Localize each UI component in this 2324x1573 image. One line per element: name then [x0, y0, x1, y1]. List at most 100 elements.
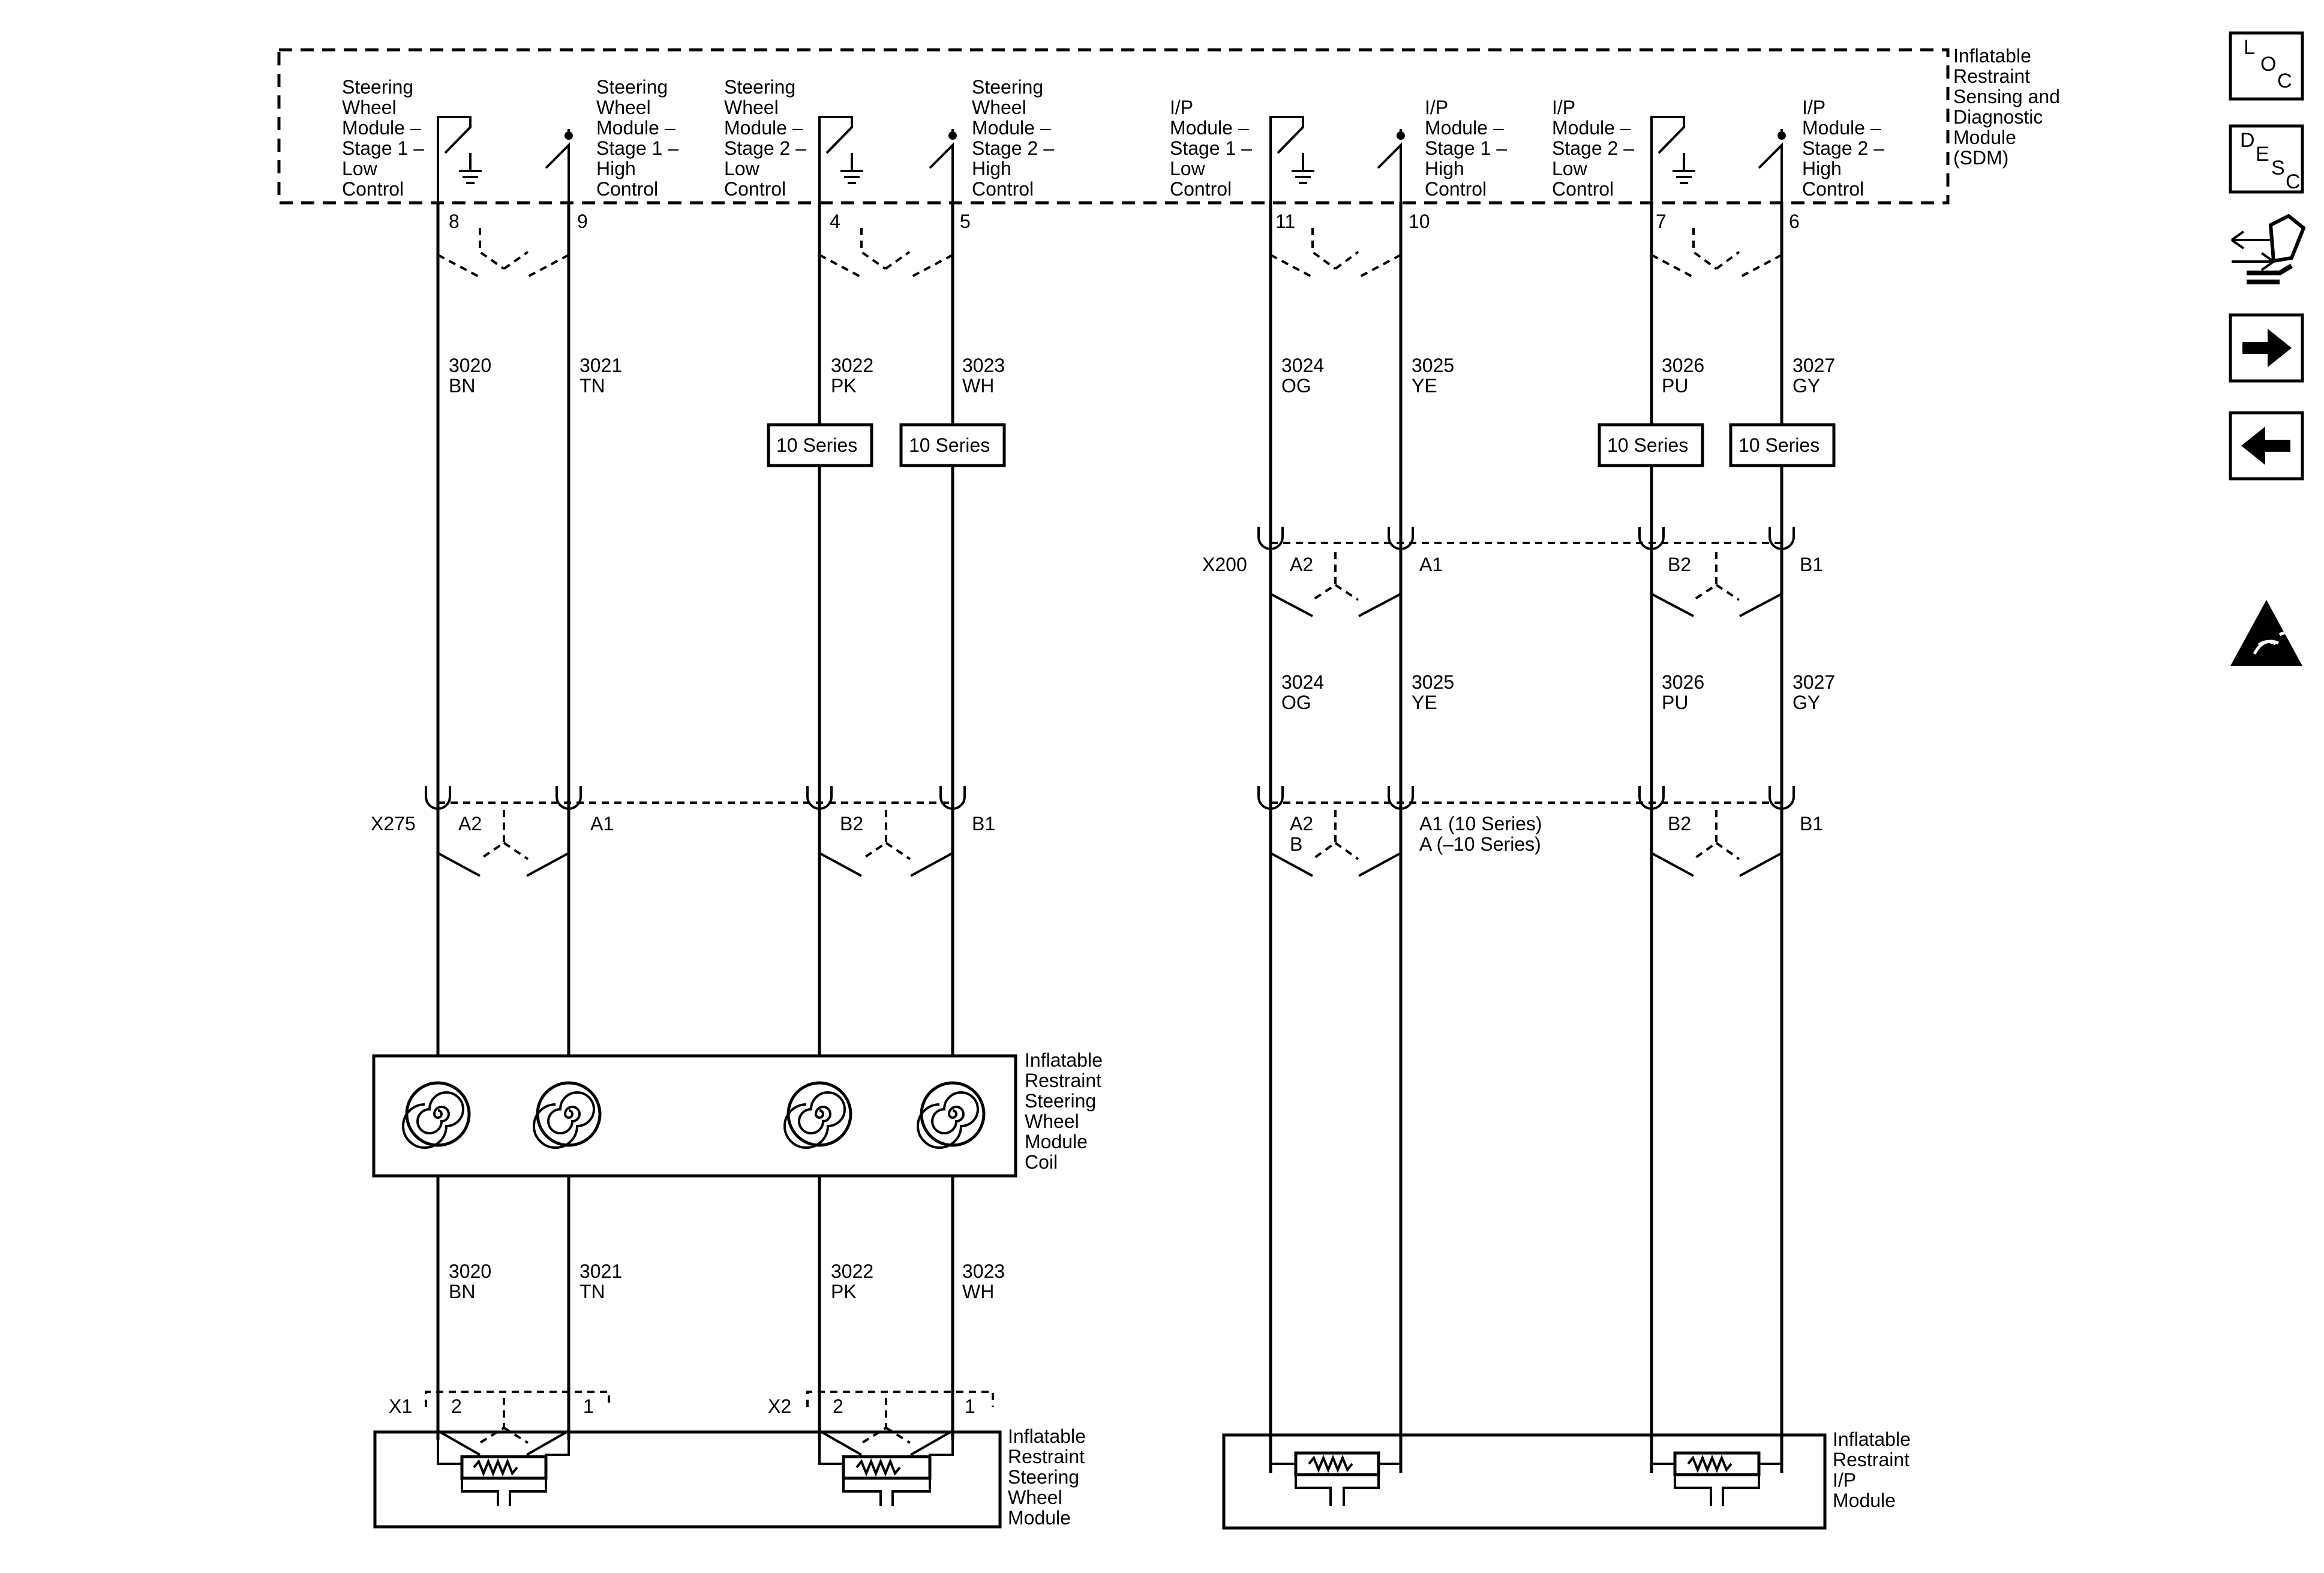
svg-text:3022: 3022 — [831, 355, 873, 376]
x1-name: X1 — [389, 1395, 412, 1417]
sdm-function-label-ip-s2-low: I/P Module – Stage 2 – Low Control — [1552, 97, 1634, 200]
sdm-function-label-sw-s2-high: Steering Wheel Module – Stage 2 – High C… — [972, 76, 1054, 200]
sdm-enclosure — [277, 48, 1950, 205]
svg-text:BN: BN — [449, 375, 475, 397]
x275-connector — [425, 786, 966, 877]
x200-pin-a2: A2 — [1290, 554, 1313, 575]
svg-text:3026: 3026 — [1662, 671, 1704, 693]
ip-inline-pin-b2: B2 — [1668, 813, 1691, 834]
svg-text:YE: YE — [1412, 375, 1437, 397]
svg-text:PU: PU — [1662, 692, 1688, 713]
svg-text:Wheel: Wheel — [596, 97, 651, 118]
svg-text:10 Series: 10 Series — [776, 434, 857, 456]
low-side-switch-sw-s2 — [818, 116, 863, 202]
ip-module — [1222, 1433, 1827, 1530]
svg-text:High: High — [1425, 158, 1464, 179]
svg-text:3026: 3026 — [1662, 355, 1704, 376]
svg-text:Module –: Module – — [724, 117, 803, 139]
high-side-switch-ip-s2 — [1758, 129, 1786, 202]
x275-pin-b1: B1 — [972, 813, 995, 834]
svg-text:3025: 3025 — [1412, 671, 1454, 693]
svg-text:High: High — [596, 158, 636, 179]
svg-text:WH: WH — [962, 375, 994, 397]
sdm-pin-6: 6 — [1789, 211, 1800, 232]
sdm-title: Inflatable Restraint Sensing and Diagnos… — [1953, 45, 2060, 169]
x275-pin-a2: A2 — [458, 813, 482, 834]
svg-text:3027: 3027 — [1792, 355, 1835, 376]
desc-button[interactable]: D E S C — [2229, 124, 2304, 194]
series-tag-3022: 10 Series — [767, 423, 873, 467]
coil-label: Inflatable Restraint Steering Wheel Modu… — [1025, 1049, 1103, 1173]
svg-text:3027: 3027 — [1792, 671, 1835, 693]
svg-text:Low: Low — [342, 158, 378, 179]
svg-text:PK: PK — [831, 375, 857, 397]
svg-text:3020: 3020 — [449, 355, 491, 376]
loc-button[interactable]: L O C — [2229, 31, 2304, 101]
svg-text:WH: WH — [962, 1281, 994, 1302]
svg-text:Module –: Module – — [1802, 117, 1881, 139]
previous-page-button[interactable] — [2229, 411, 2304, 481]
svg-text:(SDM): (SDM) — [1953, 147, 2008, 169]
coil-spiral-2 — [533, 1081, 602, 1149]
svg-text:S: S — [2271, 157, 2285, 179]
svg-text:I/P: I/P — [1552, 97, 1575, 118]
svg-text:3021: 3021 — [580, 1260, 622, 1282]
svg-text:Module –: Module – — [1425, 117, 1504, 139]
sdm-pin-5: 5 — [960, 211, 971, 232]
svg-text:3022: 3022 — [831, 1260, 873, 1282]
series-tag-3026: 10 Series — [1598, 423, 1704, 467]
svg-text:Control: Control — [1552, 178, 1614, 200]
sdm-pin-11: 11 — [1275, 211, 1295, 232]
x200-pin-b2: B2 — [1668, 554, 1691, 575]
svg-text:Wheel: Wheel — [724, 97, 779, 118]
sdm-function-label-sw-s1-high: Steering Wheel Module – Stage 1 – High C… — [596, 76, 678, 200]
sdm-pin-8: 8 — [449, 211, 460, 232]
svg-text:Inflatable: Inflatable — [1953, 45, 2031, 67]
svg-text:High: High — [1802, 158, 1842, 179]
high-side-switch-sw-s2 — [929, 129, 957, 202]
x200-pin-b1: B1 — [1800, 554, 1823, 575]
x200-pin-a1: A1 — [1419, 554, 1443, 575]
svg-text:Wheel: Wheel — [1008, 1487, 1062, 1508]
svg-text:3020: 3020 — [449, 1260, 491, 1282]
svg-text:Restraint: Restraint — [1008, 1446, 1085, 1467]
next-page-arrow-icon — [2242, 329, 2292, 367]
svg-text:Steering: Steering — [1025, 1090, 1096, 1112]
sdm-pin-4: 4 — [830, 211, 840, 232]
svg-text:Steering: Steering — [972, 76, 1043, 98]
svg-text:Inflatable: Inflatable — [1025, 1049, 1103, 1071]
low-side-switch-sw-s1 — [437, 116, 482, 202]
x275-name: X275 — [371, 813, 416, 834]
ip-inline-pin-b1: B1 — [1800, 813, 1823, 834]
svg-text:Stage 1 –: Stage 1 – — [1170, 137, 1252, 159]
sdm-pin-10: 10 — [1409, 211, 1430, 232]
svg-text:GY: GY — [1792, 375, 1820, 397]
svg-text:PK: PK — [831, 1281, 857, 1302]
svg-text:Stage 1 –: Stage 1 – — [1425, 137, 1507, 159]
svg-text:3024: 3024 — [1281, 355, 1324, 376]
sdm-function-label-ip-s2-high: I/P Module – Stage 2 – High Control — [1802, 97, 1884, 200]
svg-text:Module –: Module – — [596, 117, 675, 139]
svg-text:OG: OG — [1281, 375, 1311, 397]
sdm-connector-shield — [437, 228, 1782, 278]
svg-text:TN: TN — [580, 1281, 605, 1302]
svg-text:Stage 2 –: Stage 2 – — [972, 137, 1054, 159]
svg-text:Wheel: Wheel — [342, 97, 397, 118]
ip-inline-connector — [1257, 786, 1795, 877]
x200-name: X200 — [1202, 554, 1247, 575]
ip-inline-pin-a: A (–10 Series) — [1419, 833, 1541, 855]
svg-text:High: High — [972, 158, 1011, 179]
steering-wheel-module-label: Inflatable Restraint Steering Wheel Modu… — [1008, 1425, 1086, 1529]
svg-text:BN: BN — [449, 1281, 475, 1302]
ip-module-label: Inflatable Restraint I/P Module — [1833, 1428, 1911, 1511]
svg-text:Low: Low — [1170, 158, 1206, 179]
svg-text:Control: Control — [1170, 178, 1232, 200]
next-page-button[interactable] — [2229, 313, 2304, 383]
sdm-pin-9: 9 — [577, 211, 588, 232]
coil-spiral-4 — [917, 1081, 986, 1149]
svg-text:3021: 3021 — [580, 355, 622, 376]
svg-text:Module: Module — [1025, 1131, 1088, 1152]
x1-pin-2: 2 — [451, 1395, 462, 1417]
connector-end-view-icon[interactable] — [2230, 214, 2306, 284]
x1-pin-1: 1 — [583, 1395, 594, 1417]
